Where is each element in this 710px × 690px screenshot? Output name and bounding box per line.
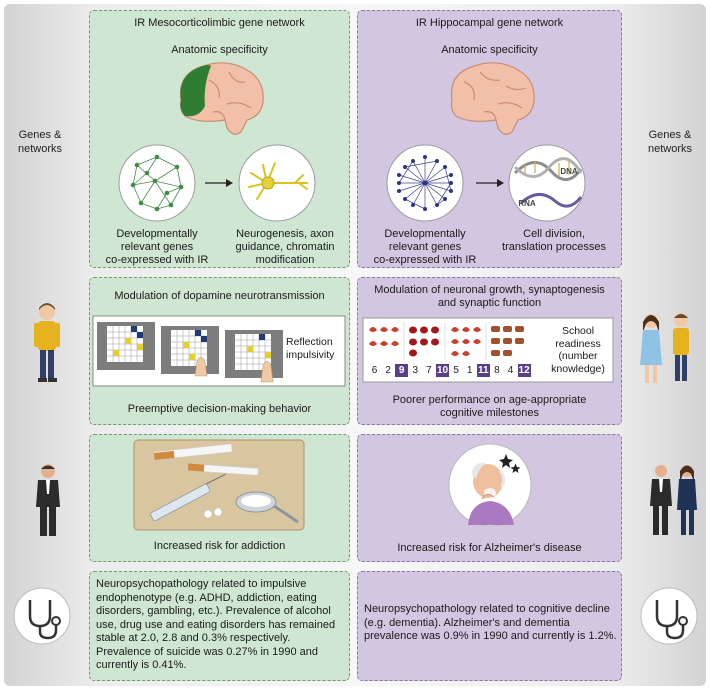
genes-networks-label-right: Genes & networks <box>640 128 700 156</box>
left-gene-network-panel <box>89 10 350 268</box>
left-panel-title: IR Mesocorticolimbic gene network <box>134 17 305 29</box>
modulation-line: Modulation of neuronal growth, synaptoge… <box>374 284 605 296</box>
number-cell: 12 <box>517 364 531 377</box>
number-cell: 6 <box>368 364 381 377</box>
right-gene-network-panel <box>357 10 622 268</box>
right-network-caption: Developmentally relevant genes co-expres… <box>370 228 480 267</box>
modulation-line: and synaptic function <box>437 297 542 309</box>
dna-rna-icon <box>508 144 586 222</box>
right-modulation-text: Modulation of neuronal growth, synaptoge… <box>357 284 622 310</box>
reflection-impulsivity-label: Reflection impulsivity <box>286 336 344 362</box>
neuron-icon <box>238 144 316 222</box>
caption-line: relevant genes <box>388 241 462 253</box>
task-label-line: impulsivity <box>286 349 335 361</box>
networks-label-line: networks <box>647 143 693 155</box>
task-label-line: Reflection <box>286 336 333 348</box>
stethoscope-icon <box>640 587 698 645</box>
child-figure-icon <box>34 303 60 382</box>
number-cell: 1 <box>463 364 477 377</box>
right-panel-title: IR Hippocampal gene network <box>415 17 564 29</box>
caption-line: co-expressed with IR <box>373 254 477 266</box>
adult-man-icon <box>36 464 60 536</box>
left-risk-text: Increased risk for addiction <box>153 540 286 552</box>
number-cell: 4 <box>504 364 517 377</box>
number-cell: 3 <box>408 364 422 377</box>
left-modulation-text: Modulation of dopamine neurotransmission <box>114 290 325 302</box>
school-readiness-label: School readiness (number knowledge) <box>542 325 614 375</box>
caption-line: translation processes <box>502 241 606 253</box>
children-pair-icon <box>640 313 689 383</box>
brain-hippocampus-icon <box>450 62 535 135</box>
number-cell: 9 <box>395 364 409 377</box>
right-risk-text: Increased risk for Alzheimer's disease <box>397 542 582 554</box>
dna-label: DNA <box>560 167 578 176</box>
adult-couple-icon <box>650 465 697 535</box>
genes-label-line: Genes & <box>648 129 692 141</box>
caption-line: guidance, chromatin <box>235 241 335 253</box>
task-label-line: knowledge) <box>551 362 605 375</box>
task-label-line: (number <box>558 350 598 362</box>
number-cell: 8 <box>490 364 504 377</box>
brain-frontal-icon <box>179 62 264 135</box>
rna-label: RNA <box>518 199 536 208</box>
elderly-person-confusion-icon <box>448 443 532 527</box>
right-pathology-text: Neuropsychopathology related to cognitiv… <box>364 603 617 642</box>
number-cell: 10 <box>436 364 449 377</box>
behavior-line: Poorer performance on age-appropriate <box>392 394 587 406</box>
right-pathology-panel <box>357 571 622 681</box>
number-cell: 2 <box>381 364 395 377</box>
arrow-right-icon <box>476 179 504 187</box>
caption-line: co-expressed with IR <box>105 254 209 266</box>
number-cell: 7 <box>422 364 436 377</box>
behavior-line: cognitive milestones <box>439 407 540 419</box>
caption-line: modification <box>255 254 315 266</box>
genes-networks-label-left: Genes & networks <box>10 128 70 156</box>
left-behavior-text: Preemptive decision-making behavior <box>127 403 312 415</box>
reflection-impulsivity-task-icon <box>92 315 346 387</box>
caption-line: Cell division, <box>523 228 585 240</box>
left-pathology-text: Neuropsychopathology related to impulsiv… <box>96 578 336 671</box>
caption-line: Neurogenesis, axon <box>236 228 334 240</box>
caption-line: Developmentally <box>116 228 198 240</box>
networks-label-line: networks <box>17 143 63 155</box>
caption-line: relevant genes <box>120 241 194 253</box>
caption-line: Developmentally <box>384 228 466 240</box>
right-function-caption: Cell division, translation processes <box>490 228 618 254</box>
right-anatomic-specificity: Anatomic specificity <box>441 44 538 56</box>
number-cell: 5 <box>449 364 463 377</box>
right-behavior-text: Poorer performance on age-appropriate co… <box>357 394 622 420</box>
left-function-caption: Neurogenesis, axon guidance, chromatin m… <box>225 228 345 267</box>
task-label-line: School <box>561 325 595 337</box>
left-anatomic-specificity: Anatomic specificity <box>171 44 268 56</box>
task-label-line: readiness <box>555 337 601 350</box>
dense-gene-network-icon <box>386 144 464 222</box>
left-pathology-panel <box>89 571 350 681</box>
addiction-substances-icon <box>133 439 305 531</box>
genes-label-line: Genes & <box>18 129 62 141</box>
gene-coexpression-network-icon <box>118 144 196 222</box>
left-network-caption: Developmentally relevant genes co-expres… <box>102 228 212 267</box>
arrow-right-icon <box>205 179 233 187</box>
stethoscope-icon <box>13 587 71 645</box>
number-cell: 11 <box>476 364 490 377</box>
